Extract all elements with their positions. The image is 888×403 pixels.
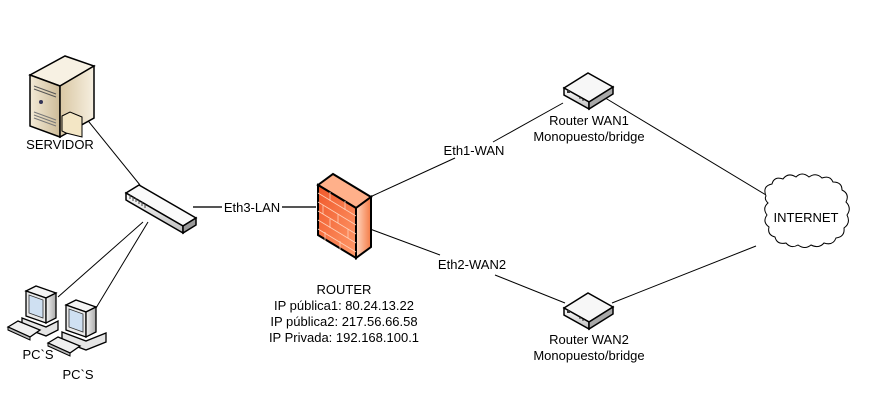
router-label: ROUTER [317,282,372,297]
link-router-wan2-b [494,274,566,304]
router-ip-public1: IP pública1: 80.24.13.22 [274,298,414,313]
pc-label-2: PC`S [62,367,93,382]
cloud-icon [764,173,850,248]
wan2-router-node[interactable]: Router WAN2 Monopuesto/bridge [533,292,645,363]
wan1-label-title: Router WAN1 [549,113,629,128]
server-icon [28,55,96,139]
server-label: SERVIDOR [26,137,94,152]
wan2-label-subtitle: Monopuesto/bridge [533,348,644,363]
modem-icon [562,292,615,331]
link-router-wan1-b [492,102,564,143]
router-ip-public2: IP pública2: 217.56.66.58 [270,314,417,329]
link-label-wan2: Eth2-WAN2 [438,257,506,272]
connections [57,95,767,309]
internet-node[interactable]: INTERNET [764,173,850,248]
pc-node-2[interactable]: PC`S [46,299,107,382]
modem-icon [562,72,615,111]
switch-icon [124,184,198,235]
link-server-switch [84,116,141,186]
link-wan2-internet [611,245,757,304]
computer-icon [6,285,59,341]
link-wan1-internet [601,95,767,196]
switch-node[interactable] [124,184,198,235]
wan1-label-subtitle: Monopuesto/bridge [533,129,644,144]
link-switch-pc1 [57,221,144,298]
router-ip-private: IP Privada: 192.168.100.1 [269,330,419,345]
router-node[interactable]: ROUTER IP pública1: 80.24.13.22 IP públi… [269,172,419,345]
link-label-lan: Eth3-LAN [224,200,280,215]
server-node[interactable]: SERVIDOR [26,55,96,152]
link-router-wan2-a [369,228,441,256]
link-label-wan1: Eth1-WAN [444,143,505,158]
pc-node-1[interactable]: PC`S [6,285,59,362]
internet-label: INTERNET [774,210,839,225]
link-router-wan1-a [369,157,456,198]
pc-label-1: PC`S [22,347,53,362]
computer-icon [46,299,107,357]
firewall-icon [316,172,373,260]
link-switch-pc2 [95,221,149,309]
wan1-router-node[interactable]: Router WAN1 Monopuesto/bridge [533,72,645,144]
wan2-label-title: Router WAN2 [549,332,629,347]
